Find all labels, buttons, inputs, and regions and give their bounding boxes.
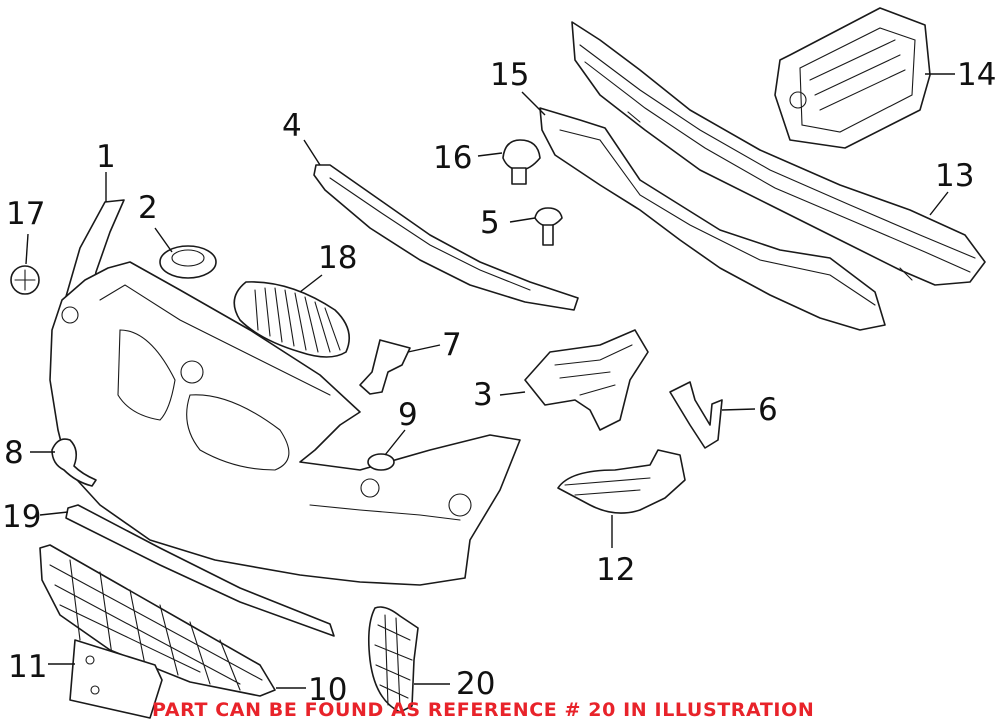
callout-20: 20 [456,666,495,702]
part-14-bumper-bracket[interactable] [774,7,931,149]
reference-footnote: PART CAN BE FOUND AS REFERENCE # 20 IN I… [152,699,814,721]
bumper-cover[interactable] [49,261,521,586]
part-17-emblem[interactable] [10,265,40,295]
callout-15: 15 [490,57,529,93]
part-9-plug[interactable] [367,453,395,471]
part-20-side-grille[interactable] [368,606,419,713]
callout-1: 1 [96,139,116,175]
part-4-upper-trim-strip[interactable] [313,164,579,311]
callout-5: 5 [480,205,500,241]
callout-16: 16 [433,140,472,176]
part-10-lower-grille[interactable] [39,544,276,697]
callout-10: 10 [308,672,347,708]
callout-2: 2 [138,190,158,226]
callout-14: 14 [957,57,996,93]
part-18-grille[interactable] [233,281,350,358]
callout-19: 19 [2,499,41,535]
part-8-tow-hook-cover[interactable] [51,438,97,487]
leader-lines [25,73,955,689]
part-16-push-clip[interactable] [502,139,541,185]
part-3-side-bracket[interactable] [524,329,649,431]
part-5-bolt[interactable] [534,207,563,246]
callout-3: 3 [473,377,493,413]
callout-18: 18 [318,240,357,276]
part-11-license-plate-bracket[interactable] [69,639,163,719]
part-2-grommet[interactable] [159,245,217,279]
part-12-air-duct[interactable] [557,449,686,514]
callout-8: 8 [4,435,24,471]
part-6-side-bracket[interactable] [669,381,723,449]
callout-7: 7 [442,327,462,363]
callout-11: 11 [8,649,47,685]
callout-13: 13 [935,158,974,194]
part-13-bumper-reinforcement[interactable] [571,21,986,286]
callout-12: 12 [596,552,635,588]
callout-9: 9 [398,397,418,433]
part-19-lower-trim-strip[interactable] [65,504,335,637]
callout-4: 4 [282,108,302,144]
part-7-bracket[interactable] [359,339,411,395]
callout-17: 17 [6,196,45,232]
part-15-energy-absorber[interactable] [539,107,886,331]
callout-6: 6 [758,392,778,428]
